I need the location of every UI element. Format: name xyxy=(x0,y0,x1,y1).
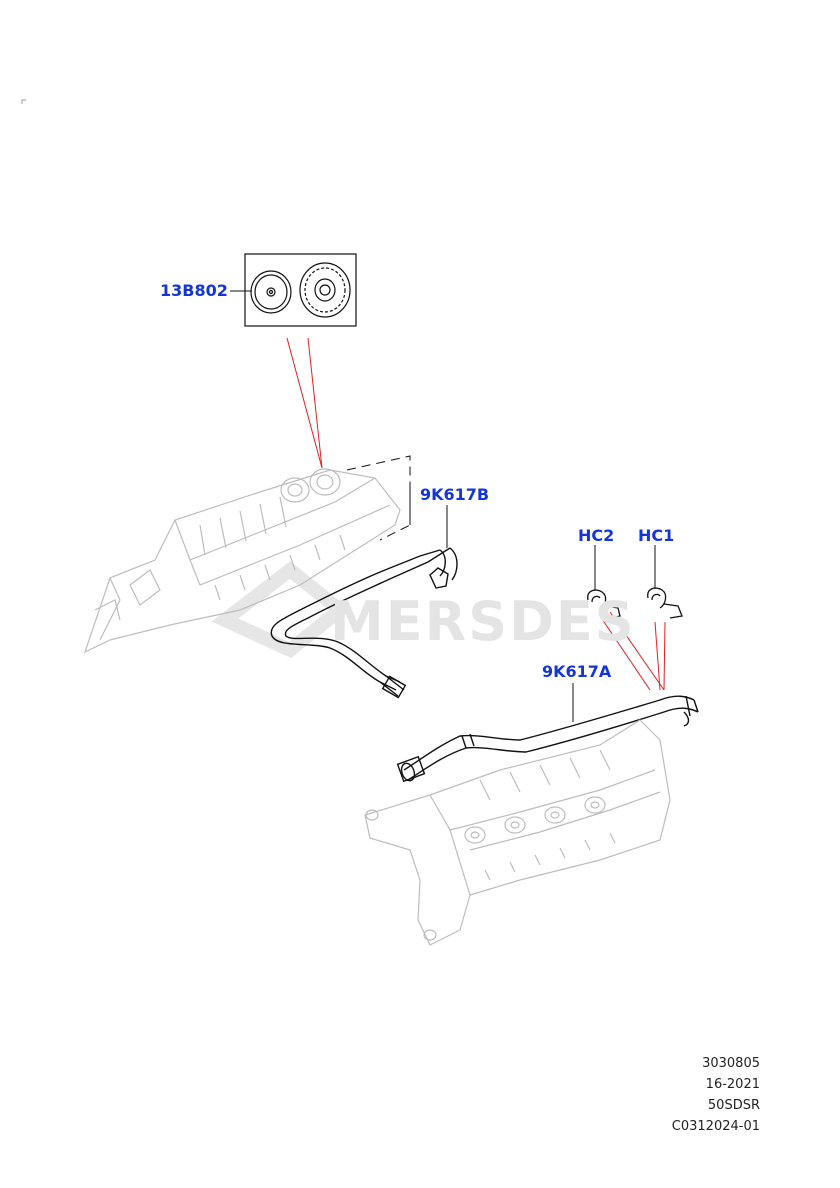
watermark-text: MERSDES xyxy=(330,590,636,653)
upper-cam-cover xyxy=(83,468,401,654)
clip-hc1 xyxy=(647,587,683,619)
clip-hc2 xyxy=(587,589,621,619)
callout-9k617a[interactable]: 9K617A xyxy=(542,662,612,681)
footer-line-3: 50SDSR xyxy=(707,1098,760,1113)
hose-9k617a xyxy=(396,695,699,783)
filler-cap xyxy=(299,262,351,318)
hose-9k617b xyxy=(270,547,458,699)
footer-line-2: 16-2021 xyxy=(705,1077,760,1092)
callout-hc2[interactable]: HC2 xyxy=(578,526,615,545)
lower-cam-cover xyxy=(364,719,671,946)
cap-inset-box xyxy=(244,253,357,327)
red-leaders-clips xyxy=(599,611,666,691)
callout-13b802[interactable]: 13B802 xyxy=(160,281,228,300)
footer-line-1: 3030805 xyxy=(702,1056,760,1071)
watermark-logo xyxy=(211,561,352,659)
corner-mark xyxy=(21,99,26,104)
callout-9k617b[interactable]: 9K617B xyxy=(420,485,490,504)
callout-hc1[interactable]: HC1 xyxy=(638,526,675,545)
dashed-bracket xyxy=(346,455,411,541)
footer-line-4: C0312024-01 xyxy=(671,1119,760,1134)
red-leaders-cap xyxy=(286,337,323,469)
seal-ring xyxy=(250,270,292,314)
